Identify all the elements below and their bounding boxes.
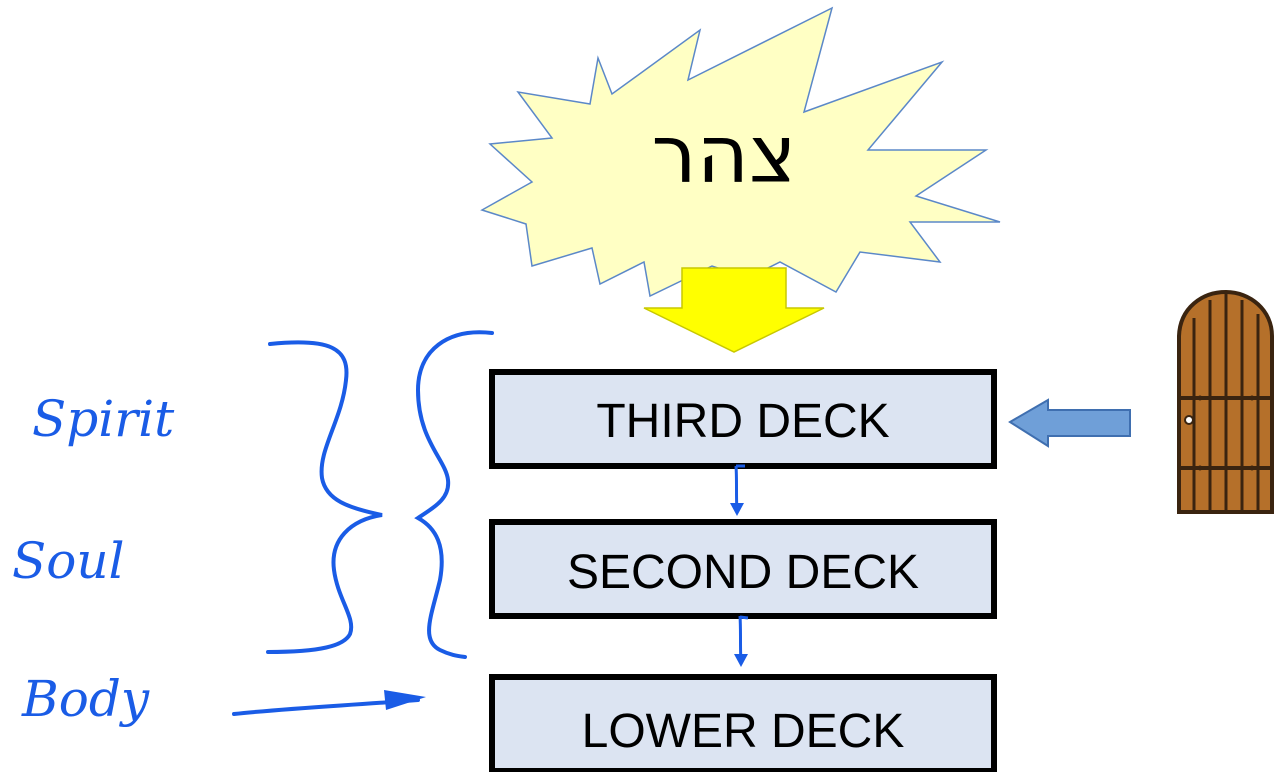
burst-shape [480,6,1001,298]
wooden-door-icon [1177,289,1274,514]
label-body: Body [21,670,150,728]
deck-lower-box [489,674,997,772]
down-arrow [643,267,825,353]
deck-third: THIRD DECK [489,369,997,469]
handwritten-labels: Spirit Soul Body [12,390,175,728]
deck-lower: LOWER DECK [489,674,997,772]
braces [266,330,494,659]
deck-second: SECOND DECK [489,519,997,619]
door-knob [1184,415,1194,425]
hebrew-word: צהר [652,108,797,201]
deck-third-box [489,369,997,469]
connector-third-second-head [730,503,744,516]
label-soul: Soul [12,532,125,590]
side-arrow [1008,398,1131,448]
connector-second-lower-head [734,654,748,667]
label-spirit: Spirit [32,390,175,448]
deck-second-label: SECOND DECK [567,546,919,599]
body-arrow-head [384,690,426,710]
deck-stack: THIRD DECK SECOND DECK LOWER DECK [489,369,997,772]
deck-lower-label: LOWER DECK [582,705,905,758]
door-planks [1192,294,1260,512]
deck-connectors [730,464,749,667]
inner-brace [414,330,494,659]
body-arrow [232,690,426,716]
deck-third-label: THIRD DECK [596,395,889,448]
tsohar-burst: צהר [480,6,1001,298]
door-nails [1197,395,1255,471]
outer-brace [266,340,383,654]
